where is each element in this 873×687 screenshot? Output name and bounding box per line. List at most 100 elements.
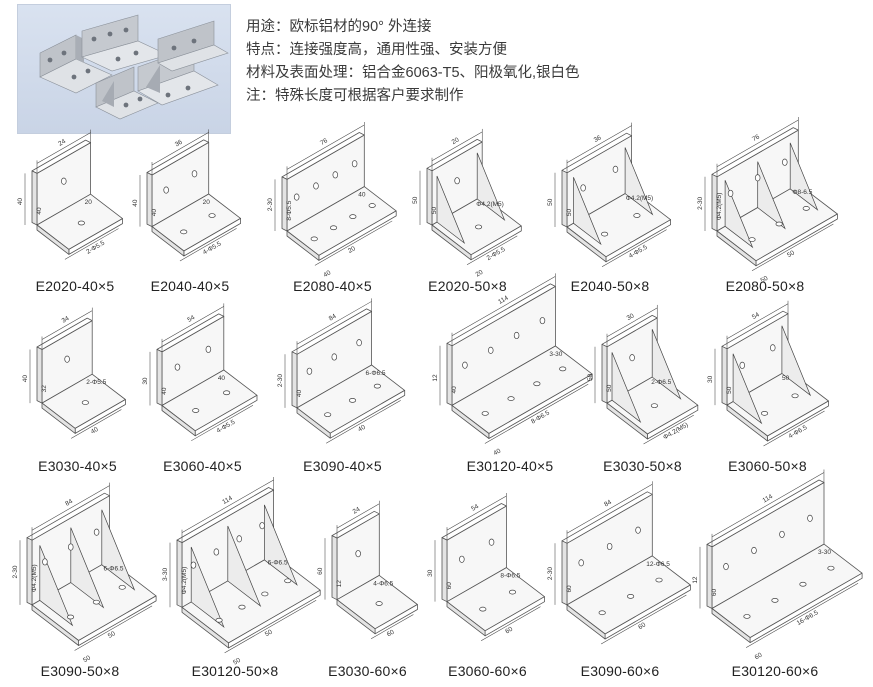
- mounting-hole: [368, 203, 376, 208]
- mounting-hole: [68, 543, 74, 551]
- mounting-hole: [208, 213, 216, 218]
- vertical-leg-end: [146, 172, 153, 227]
- mounting-hole: [190, 561, 197, 569]
- mounting-hole: [802, 206, 810, 211]
- mounting-hole: [93, 528, 100, 536]
- dim-base: 40: [492, 447, 502, 457]
- gusset-rib: [227, 525, 262, 607]
- mounting-hole: [355, 550, 361, 558]
- horizontal-leg-end: [451, 405, 490, 439]
- gusset-rib: [264, 504, 298, 586]
- vertical-leg-end: [331, 535, 338, 601]
- horizontal-leg-end: [41, 402, 76, 434]
- mounting-hole: [770, 344, 776, 352]
- mounting-hole: [606, 542, 613, 551]
- dim-length: 114: [761, 493, 774, 504]
- mounting-hole: [293, 193, 300, 201]
- mounting-hole: [475, 224, 483, 230]
- mounting-hole: [66, 614, 75, 620]
- vertical-leg-end: [31, 170, 38, 226]
- dim-offset: 40: [36, 207, 43, 215]
- dimension-line: [601, 229, 667, 268]
- mounting-hole: [306, 367, 313, 375]
- dimension-line: [431, 131, 483, 162]
- part-label: E3060-60×6: [448, 663, 527, 679]
- dimension-line: [31, 485, 110, 531]
- dim-length: 36: [174, 139, 184, 149]
- mounting-hole: [459, 555, 465, 563]
- dim-length: 114: [497, 294, 510, 305]
- gusset-rib: [190, 546, 225, 628]
- dimension-line: [484, 383, 589, 444]
- gusset-rib: [39, 545, 74, 627]
- gusset-rib: [70, 527, 105, 609]
- mounting-hole: [332, 171, 339, 179]
- dim-offset: 50: [726, 386, 733, 394]
- dim-offset: 60: [446, 582, 453, 590]
- gusset-rib: [651, 329, 682, 400]
- usage-line: 用途：欧标铝材的90° 外连接: [246, 19, 432, 35]
- mounting-hole: [180, 229, 188, 235]
- dim-depth: 40: [90, 426, 100, 436]
- dimension-line: [71, 409, 122, 439]
- dim-offset: Φ4.2(M5): [181, 567, 188, 595]
- dim-height: 40: [17, 198, 24, 206]
- dim-hole-spec: 20: [85, 199, 93, 206]
- dim-height: 12: [692, 576, 699, 584]
- features-line: 特点：连接强度高，通用性强、安装方便: [246, 42, 507, 58]
- dim-hole-spec: Φ4.2(M5): [476, 201, 504, 208]
- horizontal-leg-end: [431, 224, 472, 261]
- part-label: E3030-60×6: [328, 663, 407, 679]
- vertical-leg-end: [706, 544, 713, 609]
- dim-length: 34: [61, 315, 71, 325]
- dim-offset: 50: [566, 209, 573, 217]
- bracket-render-3: [95, 66, 159, 120]
- mounting-hole: [760, 410, 769, 416]
- dim-hole-spec: 6-Φ6.5: [104, 565, 124, 572]
- mounting-hole: [739, 361, 746, 369]
- note-line: 注：特殊长度可根据客户要求制作: [246, 88, 464, 104]
- mounting-hole: [743, 614, 751, 619]
- mounting-hole: [261, 591, 269, 597]
- dim-depth: 40: [357, 424, 367, 434]
- horizontal-leg-end: [711, 608, 751, 644]
- horizontal-leg-end: [566, 226, 607, 263]
- dim-offset: 40: [296, 390, 303, 398]
- dim-length: 30: [626, 312, 636, 322]
- dim-height: 2-30: [697, 196, 704, 209]
- dimension-line: [161, 306, 224, 343]
- mounting-hole: [64, 355, 70, 363]
- dim-length: 54: [470, 503, 480, 513]
- mounting-hole: [61, 177, 67, 185]
- mounting-hole: [488, 538, 495, 546]
- dim-offset: 40: [161, 387, 168, 395]
- part-label: E3090-40×5: [303, 458, 382, 474]
- product-photo-render: [39, 14, 229, 120]
- vertical-leg-end: [426, 167, 433, 226]
- dim-base: 60: [754, 651, 764, 661]
- dimension-line: [716, 119, 799, 168]
- dim-length: 76: [751, 133, 761, 143]
- dim-hole-spec: 3-30: [549, 351, 562, 358]
- dimension-line: [326, 400, 401, 444]
- vertical-leg-end: [156, 348, 163, 406]
- mounting-hole: [748, 237, 756, 242]
- horizontal-leg-end: [336, 599, 376, 635]
- mounting-hole: [598, 610, 606, 616]
- mounting-hole: [775, 221, 783, 227]
- mounting-hole: [348, 398, 357, 403]
- mounting-hole: [650, 403, 658, 409]
- dim-length: 36: [593, 134, 603, 144]
